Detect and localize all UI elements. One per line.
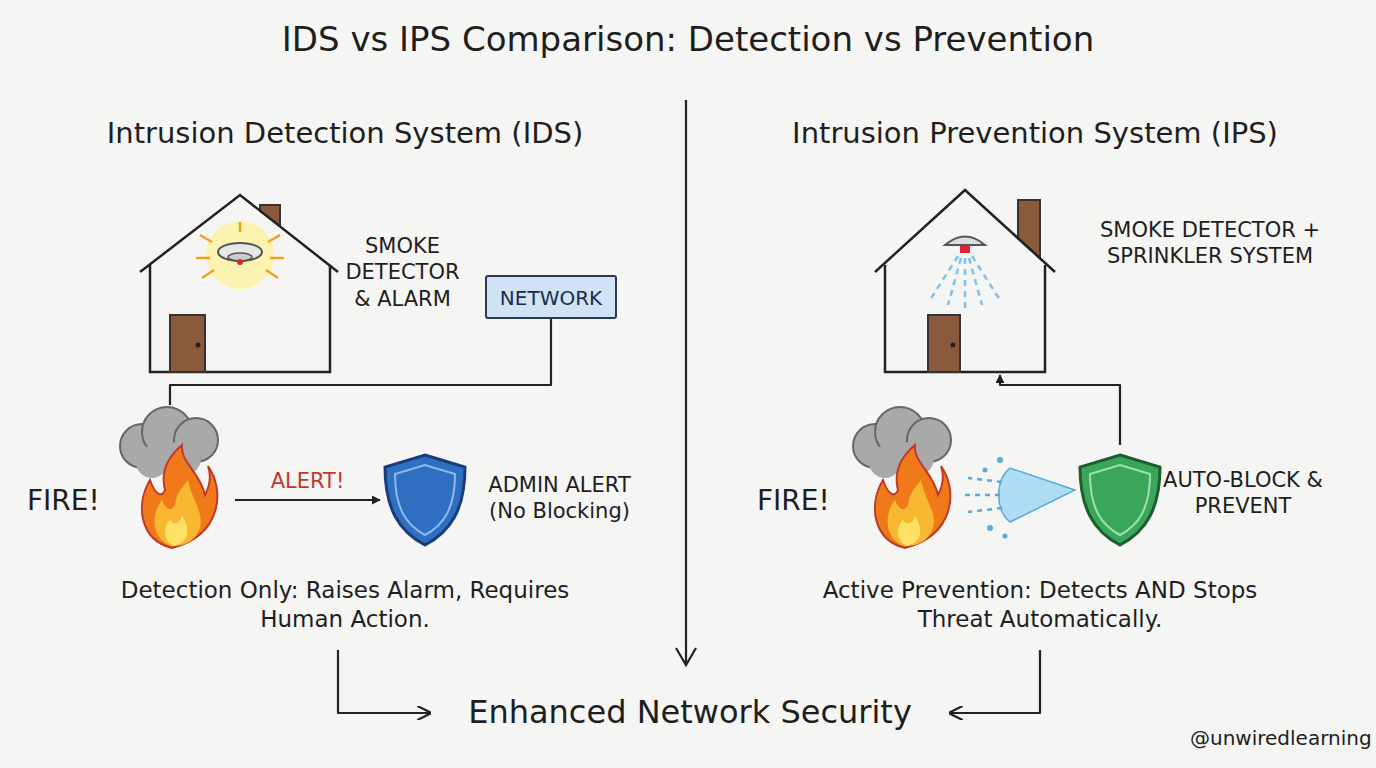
shield-node: ADMIN ALERT (No Blocking)	[380, 450, 660, 550]
house-node: SMOKE DETECTOR + SPRINKLER SYSTEM	[870, 185, 1350, 375]
node-text: Active Prevention: Detects AND Stops Thr…	[805, 576, 1275, 634]
diagram-title: IDS vs IPS Comparison: Detection vs Prev…	[0, 18, 1376, 61]
node-text: SMOKE DETECTOR & ALARM	[340, 233, 465, 312]
caption-text: Detection Only: Raises Alarm, Requires H…	[115, 570, 575, 650]
network-box: NETWORK	[485, 275, 617, 319]
connector-arrow	[950, 650, 1040, 713]
connector-arrow	[170, 319, 551, 405]
connector-arrow	[235, 499, 380, 501]
node-text: NETWORK	[487, 286, 615, 311]
divider-line	[685, 100, 687, 665]
connector-arrow	[338, 650, 430, 713]
node-text: FIRE!	[757, 483, 865, 518]
water-spray	[960, 457, 1075, 539]
shield-node: AUTO-BLOCK & PREVENT	[1075, 445, 1325, 550]
edge-label: ALERT!	[248, 468, 368, 494]
connector-arrow	[1000, 375, 1120, 445]
divider-arrowhead	[676, 648, 696, 665]
node-text: SMOKE DETECTOR + SPRINKLER SYSTEM	[1090, 217, 1330, 270]
shield-icon	[1080, 455, 1160, 545]
fire-left	[120, 407, 218, 548]
caption-text: Active Prevention: Detects AND Stops Thr…	[805, 570, 1275, 650]
section-heading: Intrusion Prevention System (IPS)	[715, 115, 1355, 151]
house-node: SMOKE DETECTOR & ALARM	[135, 185, 475, 375]
node-text: FIRE!	[27, 483, 135, 518]
result-text: Enhanced Network Security	[430, 688, 950, 738]
fire-node: FIRE!	[755, 405, 955, 550]
section-heading: Intrusion Detection System (IDS)	[25, 115, 665, 151]
node-text: AUTO-BLOCK & PREVENT	[1163, 467, 1323, 520]
fire-right	[853, 407, 951, 548]
node-text: ADMIN ALERT (No Blocking)	[472, 472, 647, 525]
shield-inner	[395, 465, 455, 535]
fire-node: FIRE!	[25, 405, 235, 550]
node-text: Enhanced Network Security	[430, 692, 950, 732]
house-left	[140, 195, 338, 372]
shield-icon	[385, 455, 465, 545]
shield-inner	[1090, 465, 1150, 535]
node-text: Detection Only: Raises Alarm, Requires H…	[115, 576, 575, 634]
watermark: @unwiredlearning	[1190, 726, 1365, 751]
house-right	[875, 190, 1055, 372]
